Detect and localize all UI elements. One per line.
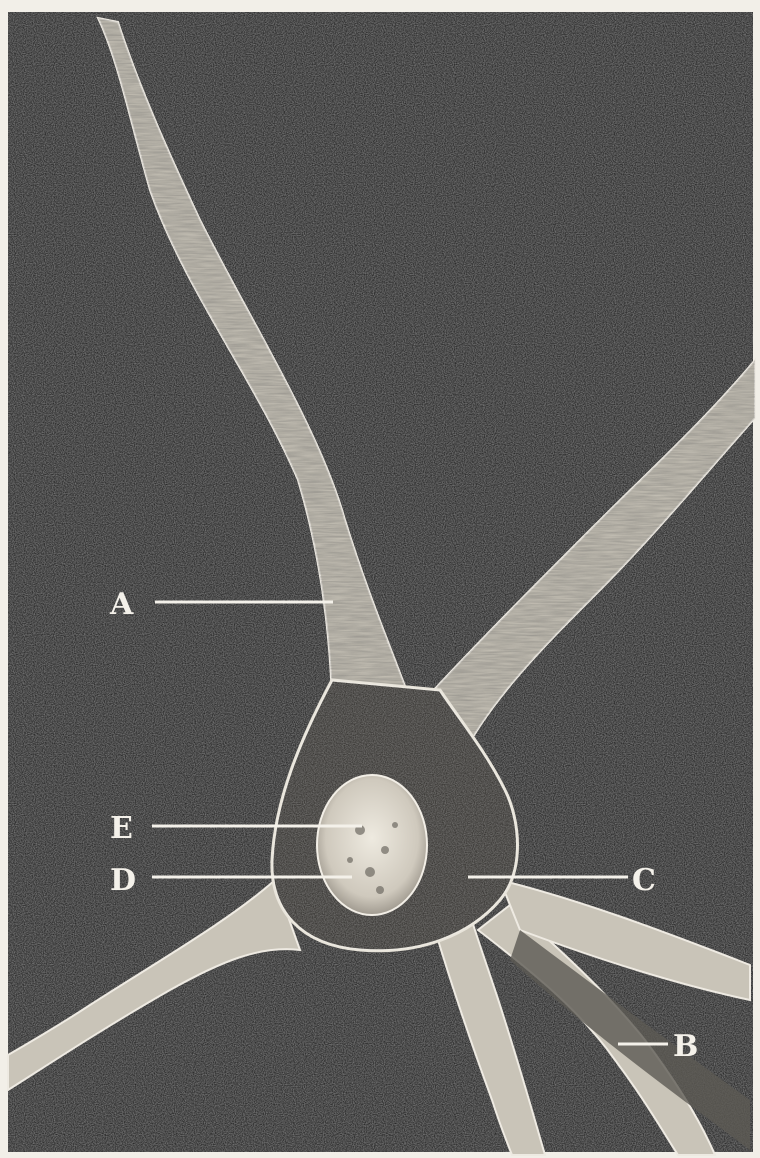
- label-d: D: [110, 863, 136, 898]
- label-c: C: [632, 863, 656, 898]
- label-e: E: [110, 811, 133, 846]
- nucleus: [317, 775, 427, 915]
- background-grain: [8, 12, 753, 1152]
- label-a: A: [109, 587, 134, 622]
- label-b: B: [673, 1029, 698, 1064]
